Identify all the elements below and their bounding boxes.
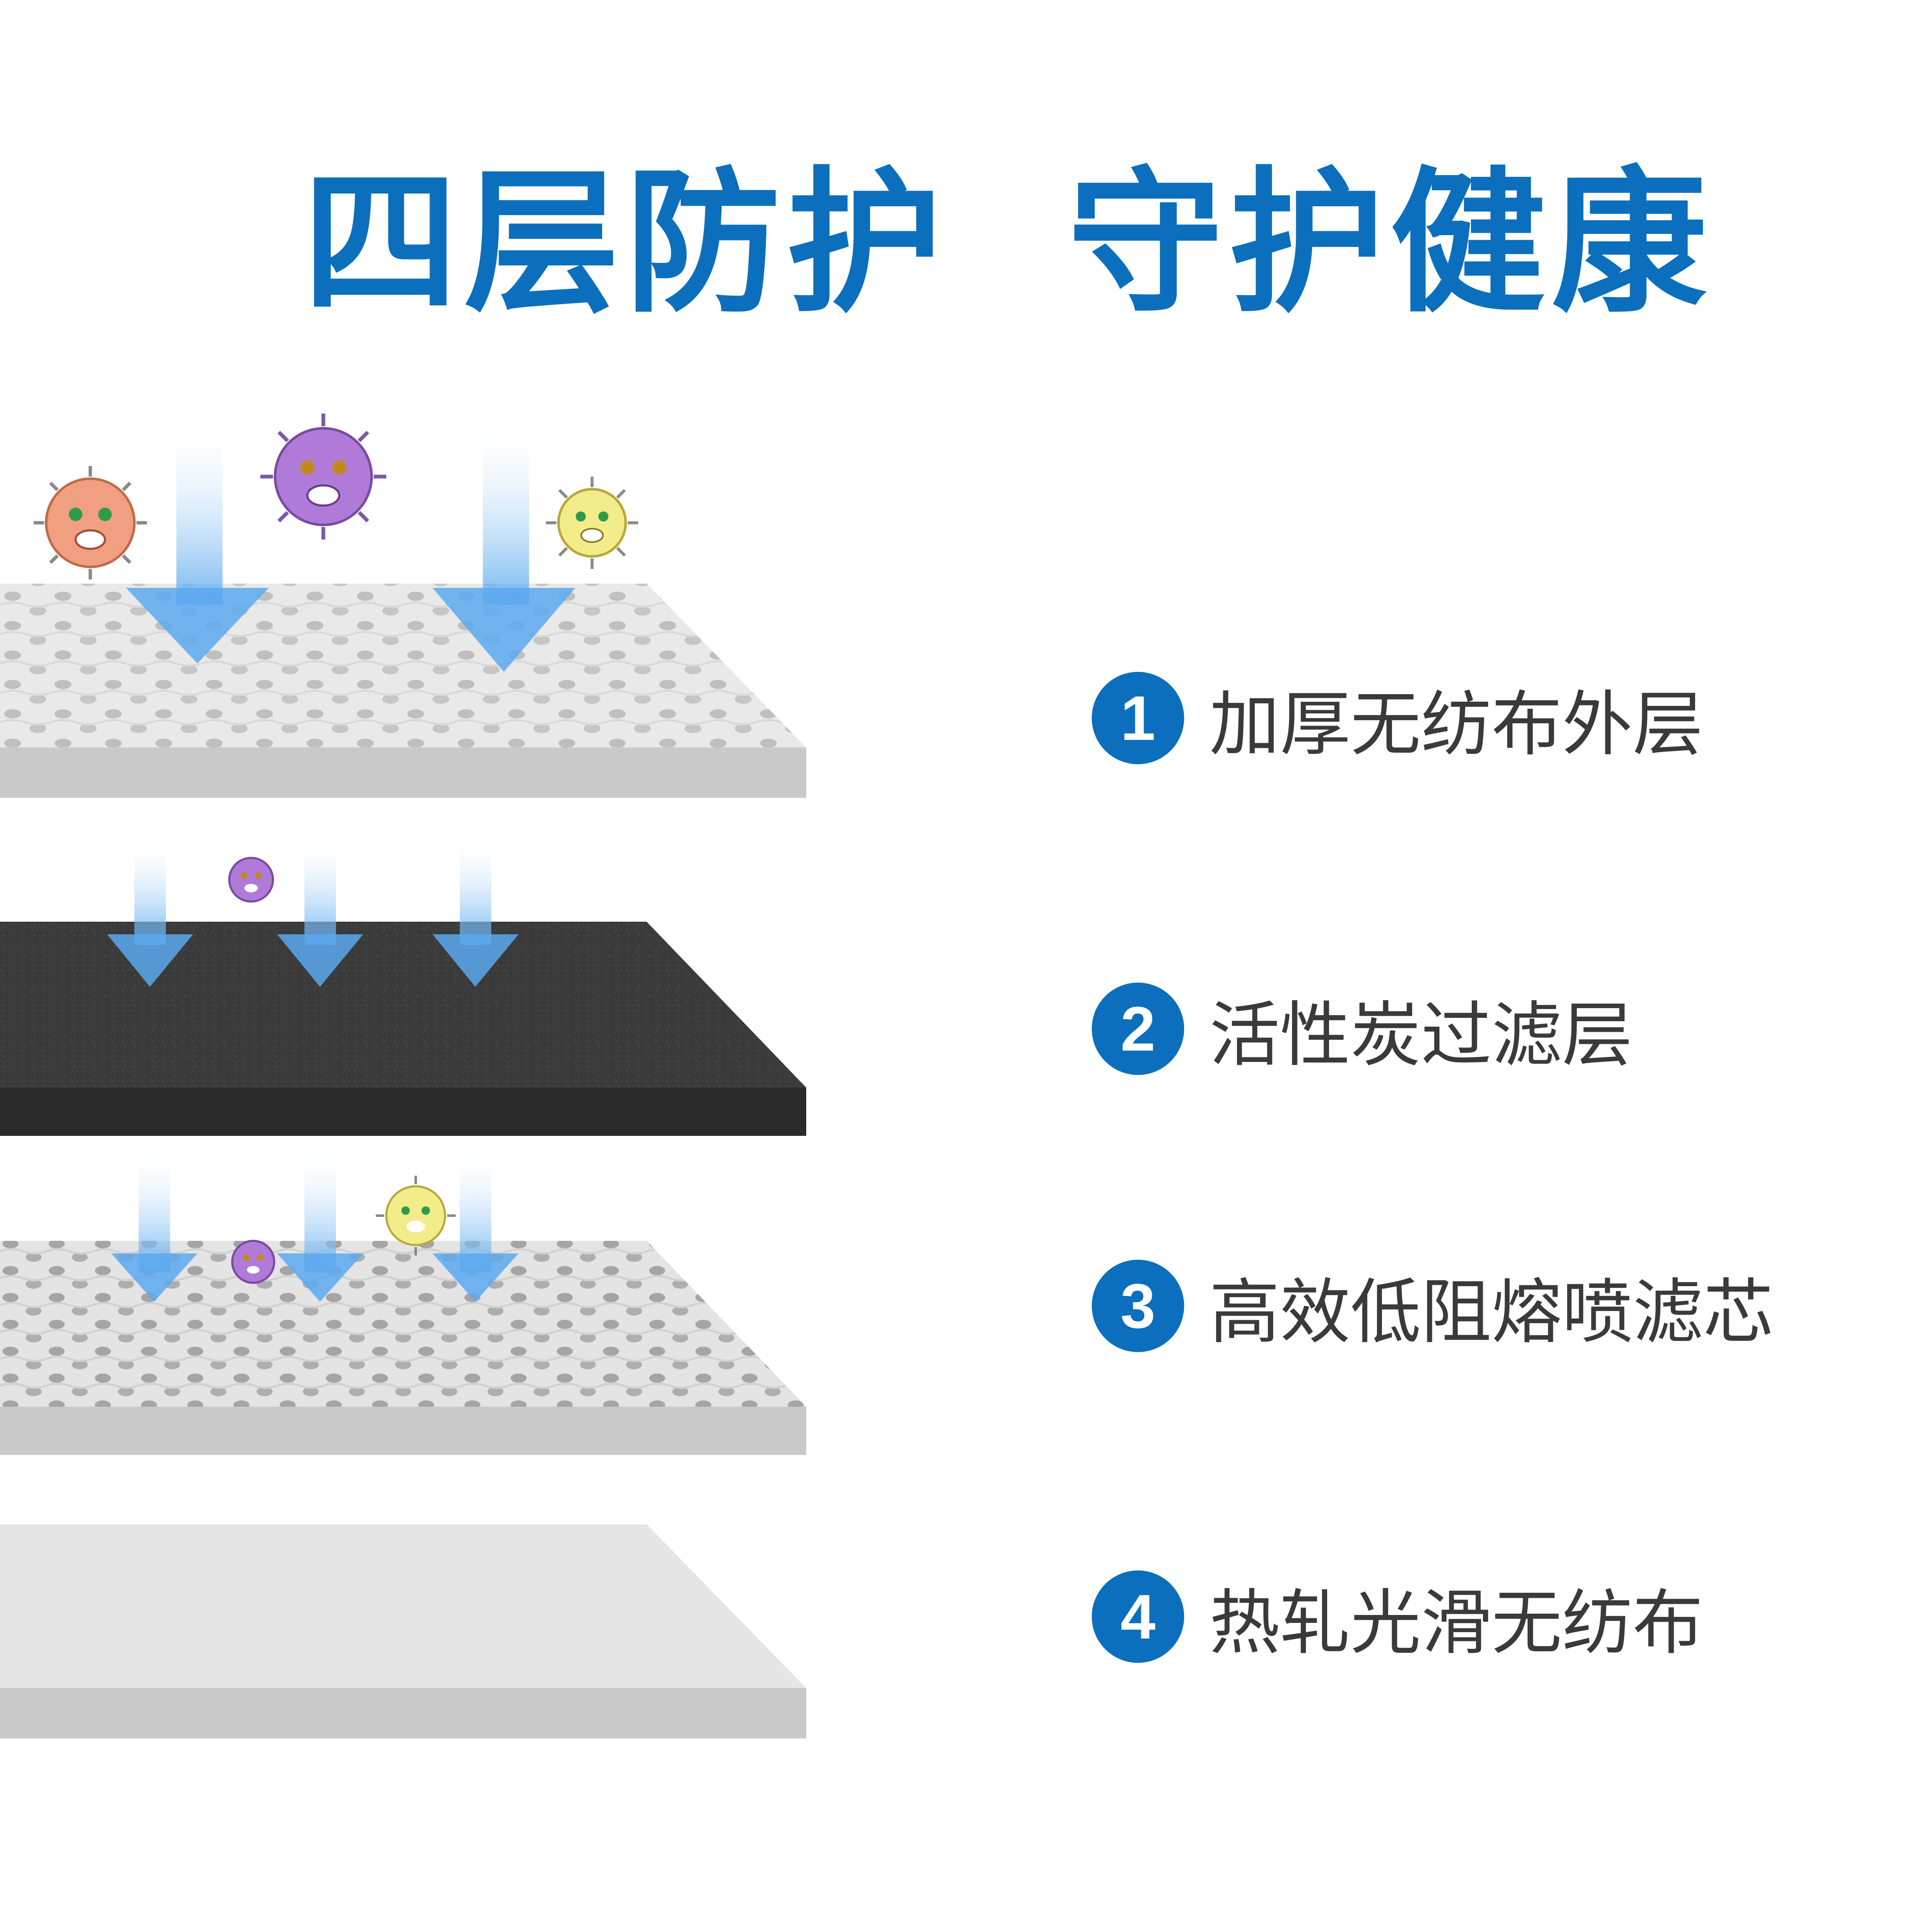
arrow-icon: [433, 1146, 519, 1302]
arrow-icon: [111, 1146, 197, 1302]
germ-icon: [231, 1240, 275, 1284]
arrow-icon: [126, 416, 269, 663]
number-badge: 4: [1092, 1570, 1184, 1663]
layer-label-1: 1 加厚无纺布外层: [1092, 668, 1703, 768]
number-badge: 1: [1092, 672, 1184, 764]
layer-label-4: 4 热轧光滑无纺布: [1092, 1566, 1703, 1667]
arrow-icon: [107, 836, 193, 987]
layer-3-meltblown: [0, 1241, 806, 1455]
germ-icon: [228, 857, 274, 903]
arrow-icon: [433, 416, 575, 672]
layer-4-hot-rolled-nonwoven: [0, 1524, 806, 1738]
layer-1-outer-nonwoven: [0, 584, 806, 798]
layer-label-text: 活性炭过滤层: [1209, 994, 1633, 1076]
arrow-icon: [277, 1146, 363, 1302]
number-badge: 2: [1092, 983, 1184, 1075]
germ-icon: [34, 466, 147, 579]
arrow-icon: [277, 836, 363, 987]
number-badge: 3: [1092, 1260, 1184, 1352]
layer-2-activated-carbon: [0, 922, 806, 1136]
layer-label-3: 3 高效低阻熔喷滤芯: [1092, 1256, 1774, 1356]
germ-icon: [546, 477, 638, 569]
germ-icon: [260, 414, 386, 540]
layer-label-text: 热轧光滑无纺布: [1209, 1581, 1703, 1664]
layer-label-text: 加厚无纺布外层: [1209, 683, 1703, 765]
germ-icon: [376, 1176, 456, 1256]
page-title: 四层防护 守护健康: [303, 153, 1713, 334]
layer-label-text: 高效低阻熔喷滤芯: [1209, 1271, 1774, 1353]
arrow-icon: [433, 836, 519, 987]
layer-label-2: 2 活性炭过滤层: [1092, 978, 1633, 1079]
